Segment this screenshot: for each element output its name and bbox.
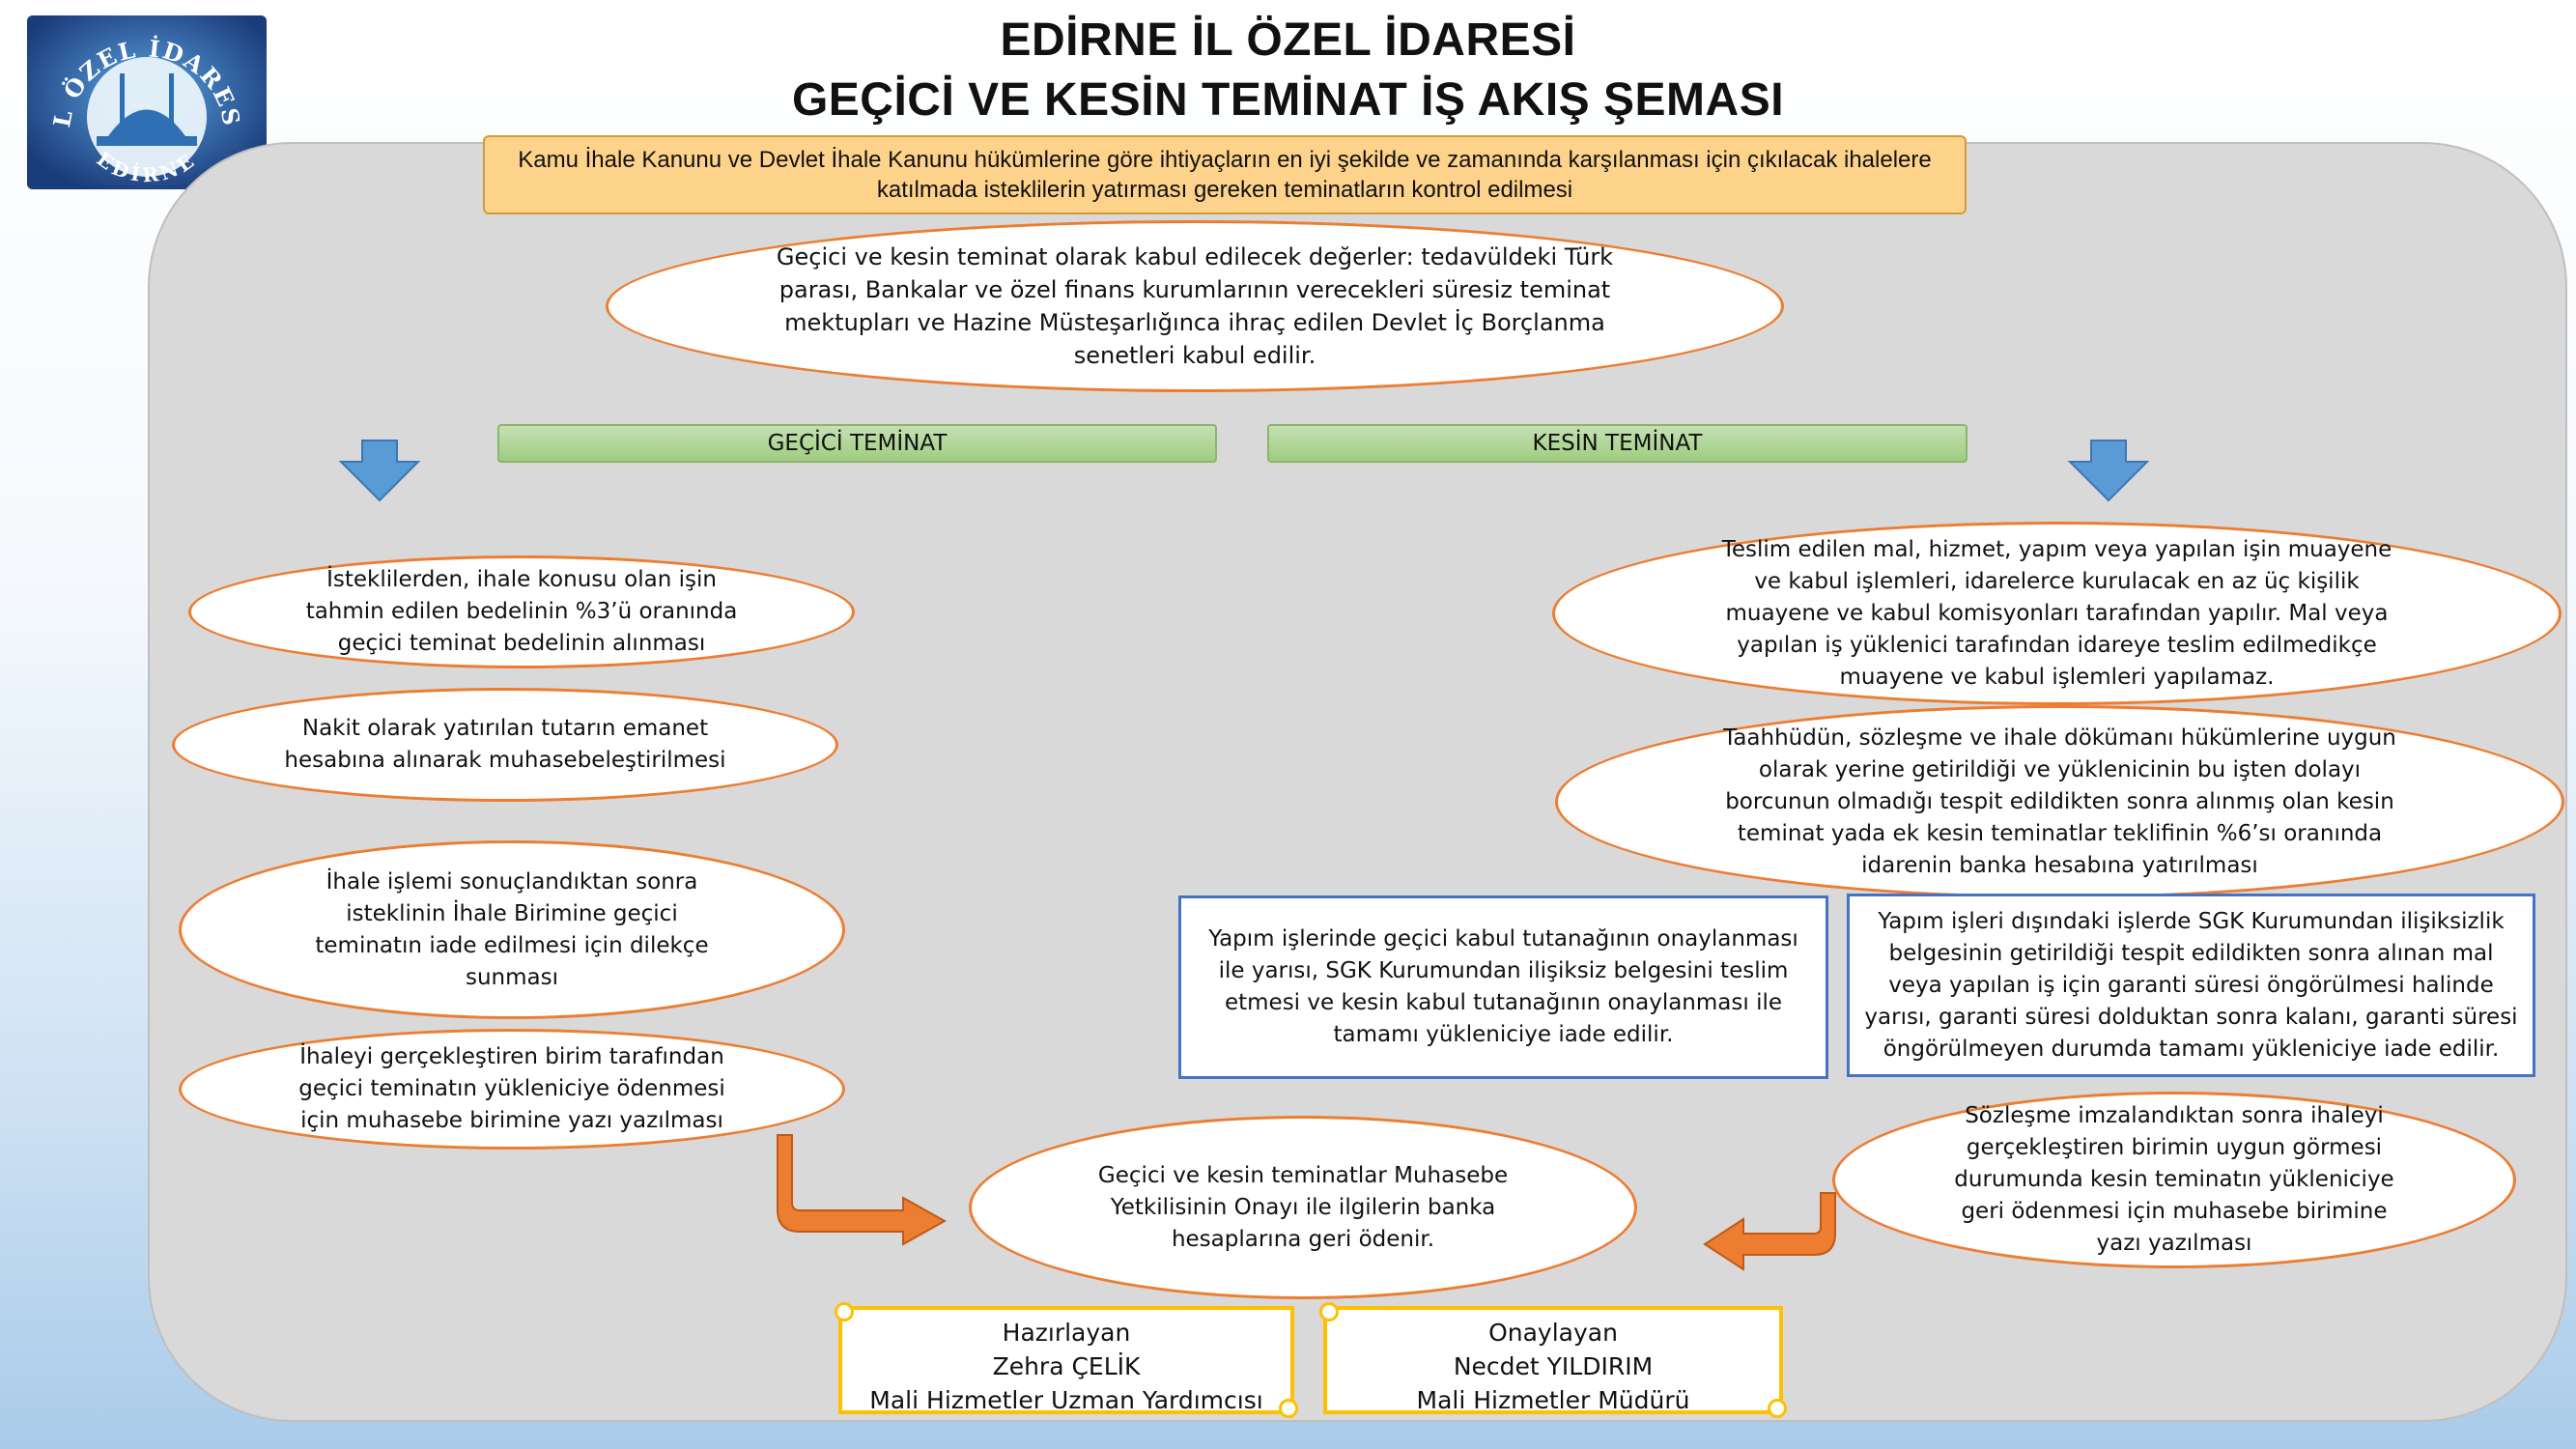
down-arrow-left-icon	[338, 440, 421, 502]
ellipse-line: muayene ve kabul işlemleri yapılamaz.	[1839, 664, 2275, 690]
prepared-name: Zehra ÇELİK	[992, 1352, 1141, 1380]
final-ellipse: Geçici ve kesin teminatlar Muhasebe Yetk…	[969, 1116, 1637, 1299]
ellipse-line: mektupları ve Hazine Müsteşarlığınca ihr…	[784, 309, 1605, 336]
ellipse-line: idarenin banka hesabına yatırılması	[1861, 852, 2258, 878]
ellipse-line: Yetkilisinin Onayı ile ilgilerin banka	[1110, 1194, 1496, 1220]
ellipse-line: olarak yerine getirildiği ve yüklenicini…	[1758, 756, 2362, 782]
ellipse-line: Nakit olarak yatırılan tutarın emanet	[301, 716, 709, 741]
ellipse-line: tahmin edilen bedelinin %3’ü oranında	[305, 599, 738, 624]
ellipse-line: Geçici ve kesin teminatlar Muhasebe	[1097, 1162, 1509, 1188]
ellipse-line: geri ödenmesi için muhasebe birimine	[1961, 1199, 2388, 1224]
ellipse-line: ve kabul işlemleri, idarelerce kurulacak…	[1754, 568, 2360, 594]
ellipse-line: gerçekleştiren birimin uygun görmesi	[1966, 1135, 2383, 1160]
prepared-by-scroll: Hazırlayan Zehra ÇELİK Mali Hizmetler Uz…	[835, 1302, 1298, 1418]
ellipse-line: hesabına alınarak muhasebeleştirilmesi	[284, 748, 726, 773]
ellipse-line: sunması	[465, 964, 558, 990]
page-title: EDİRNE İL ÖZEL İDARESİ	[1000, 14, 1576, 66]
ellipse-line: teminat yada ek kesin teminatlar teklifi…	[1737, 820, 2383, 846]
ellipse-line: İhaleyi gerçekleştiren birim tarafından	[299, 1044, 724, 1069]
yapim-isleri-box: Yapım işlerinde geçici kabul tutanağının…	[1178, 895, 1828, 1079]
ellipse-line: durumunda kesin teminatın yükleniciye	[1954, 1167, 2394, 1192]
diger-isler-box: Yapım işleri dışındaki işlerde SGK Kurum…	[1847, 894, 2535, 1077]
logo: İL ÖZEL İDARESİ EDİRNE	[27, 15, 267, 189]
ellipse-line: isteklinin İhale Birimine geçici	[346, 900, 678, 926]
prepared-role: Hazırlayan	[1002, 1319, 1131, 1347]
ellipse-line: İsteklilerden, ihale konusu olan işin	[326, 567, 717, 592]
ellipse-line: Teslim edilen mal, hizmet, yapım veya ya…	[1721, 536, 2392, 562]
bent-arrow-left-icon	[777, 1134, 948, 1246]
approved-name: Necdet YILDIRIM	[1453, 1352, 1654, 1380]
ellipse-line: Geçici ve kesin teminat olarak kabul edi…	[776, 243, 1614, 270]
ellipse-line: İhale işlemi sonuçlandıktan sonra	[326, 868, 698, 895]
ellipse-line: için muhasebe birimine yazı yazılması	[300, 1108, 723, 1133]
kesin-step-2: Taahhüdün, sözleşme ve ihale dökümanı hü…	[1555, 705, 2564, 898]
page-subtitle: GEÇİCİ VE KESİN TEMİNAT İŞ AKIŞ ŞEMASI	[791, 74, 1785, 126]
ellipse-line: borcunun olmadığı tespit edildikten sonr…	[1725, 788, 2394, 814]
ellipse-line: geçici teminat bedelinin alınması	[337, 631, 706, 656]
accepted-values-ellipse: Geçici ve kesin teminat olarak kabul edi…	[606, 220, 1784, 392]
ellipse-line: Taahhüdün, sözleşme ve ihale dökümanı hü…	[1723, 724, 2396, 751]
ellipse-line: yazı yazılması	[2096, 1231, 2252, 1256]
gecici-teminat-bar: GEÇİCİ TEMİNAT	[497, 424, 1217, 463]
prepared-title: Mali Hizmetler Uzman Yardımcısı	[869, 1386, 1263, 1414]
gecici-step-4: İhaleyi gerçekleştiren birim tarafından …	[179, 1029, 845, 1150]
purpose-box: Kamu İhale Kanunu ve Devlet İhale Kanunu…	[483, 135, 1967, 214]
kesin-teminat-bar: KESİN TEMİNAT	[1267, 424, 1967, 463]
ellipse-line: yapılan iş yüklenici tarafından idareye …	[1737, 632, 2377, 658]
gecici-step-2: Nakit olarak yatırılan tutarın emanet he…	[172, 688, 838, 802]
down-arrow-right-icon	[2067, 440, 2150, 502]
kesin-step-3: Sözleşme imzalandıktan sonra ihaleyi ger…	[1832, 1092, 2516, 1268]
kesin-step-1: Teslim edilen mal, hizmet, yapım veya ya…	[1552, 522, 2562, 705]
ellipse-line: geçici teminatın yükleniciye ödenmesi	[298, 1076, 725, 1101]
ellipse-line: parası, Bankalar ve özel finans kurumlar…	[778, 276, 1611, 303]
ellipse-line: muayene ve kabul komisyonları tarafından…	[1725, 600, 2389, 626]
ellipse-line: Sözleşme imzalandıktan sonra ihaleyi	[1965, 1103, 2384, 1128]
approved-by-scroll: Onaylayan Necdet YILDIRIM Mali Hizmetler…	[1319, 1302, 1787, 1418]
bent-arrow-right-icon	[1703, 1192, 1836, 1271]
approved-title: Mali Hizmetler Müdürü	[1416, 1386, 1690, 1414]
ellipse-line: senetleri kabul edilir.	[1073, 342, 1316, 369]
mosque-emblem-icon: İL ÖZEL İDARESİ EDİRNE	[27, 15, 267, 189]
gecici-step-1: İsteklilerden, ihale konusu olan işin ta…	[188, 555, 855, 668]
ellipse-line: hesaplarına geri ödenir.	[1171, 1226, 1435, 1252]
approved-role: Onaylayan	[1488, 1319, 1618, 1347]
gecici-step-3: İhale işlemi sonuçlandıktan sonra istekl…	[179, 840, 845, 1019]
ellipse-line: teminatın iade edilmesi için dilekçe	[315, 932, 709, 958]
